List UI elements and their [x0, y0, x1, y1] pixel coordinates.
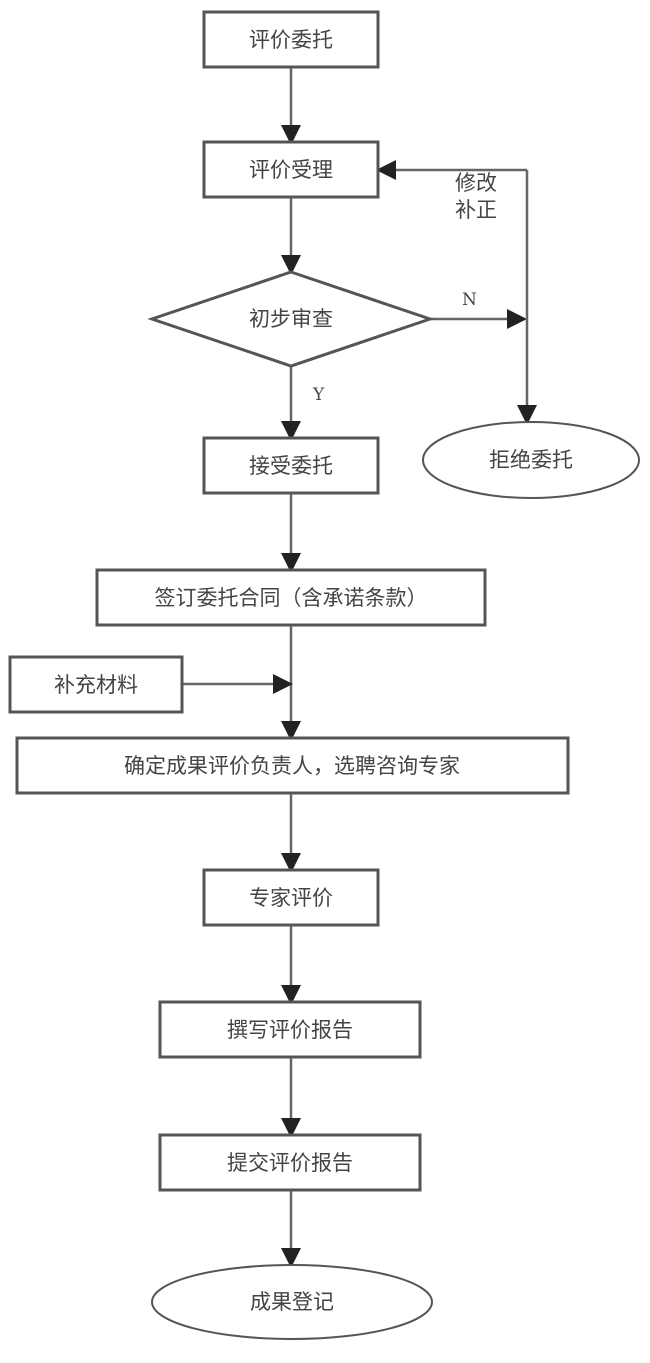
revise-label-line1: 修改	[455, 171, 497, 195]
node-submit-report-label: 提交评价报告	[227, 1151, 353, 1175]
node-reject-commission-label: 拒绝委托	[489, 448, 573, 472]
node-assign-experts-label: 确定成果评价负责人，选聘咨询专家	[124, 754, 460, 778]
node-acceptance: 评价受理	[202, 140, 380, 199]
node-supplement-materials-label: 补充材料	[54, 673, 138, 697]
node-write-report-label: 撰写评价报告	[227, 1018, 353, 1042]
node-assign-experts: 确定成果评价负责人，选聘咨询专家	[15, 736, 570, 795]
node-sign-contract: 签订委托合同（含承诺条款）	[95, 568, 487, 627]
node-accept-commission-label: 接受委托	[249, 454, 333, 478]
node-accept-commission: 接受委托	[202, 436, 380, 495]
node-supplement-materials: 补充材料	[8, 655, 184, 714]
node-submit-report: 提交评价报告	[158, 1133, 422, 1192]
node-registration-label: 成果登记	[250, 1290, 334, 1314]
node-preliminary-review-label: 初步审查	[249, 307, 333, 331]
node-commission: 评价委托	[202, 10, 380, 69]
node-preliminary-review: 初步审查	[147, 270, 435, 368]
node-write-report: 撰写评价报告	[158, 1000, 422, 1059]
node-expert-review: 专家评价	[202, 868, 380, 927]
node-sign-contract-label: 签订委托合同（含承诺条款）	[155, 586, 428, 610]
yes-label: Y	[312, 385, 325, 405]
node-reject-commission: 拒绝委托	[422, 421, 640, 499]
node-expert-review-label: 专家评价	[249, 886, 333, 910]
revise-label-line2: 补正	[455, 198, 497, 222]
node-acceptance-label: 评价受理	[249, 158, 333, 182]
node-registration: 成果登记	[151, 1264, 433, 1340]
node-commission-label: 评价委托	[249, 28, 333, 52]
no-label: N	[462, 290, 477, 310]
